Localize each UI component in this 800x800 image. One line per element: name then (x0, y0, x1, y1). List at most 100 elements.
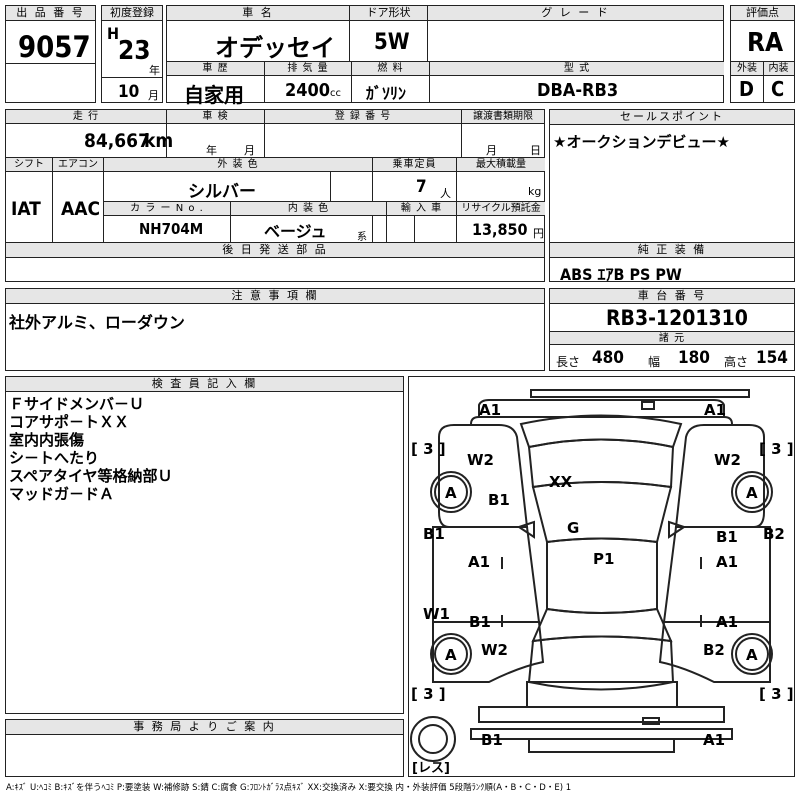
history-label: 車 歴 (167, 62, 264, 76)
front-grille (530, 389, 750, 398)
car-name-label: 車 名 (167, 6, 349, 21)
rear-panel (478, 706, 725, 723)
recycle-unit: 円 (533, 227, 544, 240)
inspection-year-unit: 年 (206, 144, 217, 157)
exterior-label: 外装 (731, 62, 763, 76)
front-left-wheel (430, 471, 472, 513)
mark-left-fender: B1 (423, 525, 445, 543)
genuine-equipment-cell: 純 正 装 備 ABS ｴｱB PS PW (549, 242, 795, 284)
rear-left-wheel (430, 633, 472, 675)
interior-score: C (771, 77, 785, 101)
notes-label: 注 意 事 項 欄 (6, 289, 544, 304)
transfer-deadline-label: 譲渡書類期限 (462, 110, 544, 124)
door-cell: ドア形状 5W (349, 5, 428, 62)
mark-roof: P1 (593, 550, 614, 568)
month-unit: 月 (148, 89, 159, 102)
seats-label: 乗車定員 (373, 158, 456, 172)
interior-color-label: 内 装 色 (231, 202, 386, 216)
interior-color-unit: 系 (357, 232, 367, 243)
aircon: AAC (61, 198, 101, 220)
height: 154 (756, 348, 788, 368)
grade-cell: グ レ ー ド (427, 5, 724, 62)
mileage: 84,667 (84, 130, 150, 152)
spec-label: 諸 元 (550, 331, 794, 345)
car-diagram: A1 A1 [ 3 ] [ 3 ] W2 W2 A A B1 XX B1 B2 … (410, 389, 794, 776)
genuine-equipment: ABS ｴｱB PS PW (560, 265, 682, 284)
mileage-label: 走 行 (6, 110, 166, 124)
mark-rear-right: A1 (703, 731, 725, 749)
car-diagram-panel: A1 A1 [ 3 ] [ 3 ] W2 W2 A A B1 XX B1 B2 … (408, 376, 795, 777)
mark-right-front-door-b1: B1 (716, 528, 738, 546)
notes-cell: 注 意 事 項 欄 社外アルミ、ローダウン (5, 288, 545, 371)
plate-label: 登 録 番 号 (265, 110, 461, 124)
chassis-label: 車 台 番 号 (550, 289, 794, 304)
registration-month: 10 (118, 82, 140, 102)
grade-label: グ レ ー ド (428, 6, 723, 21)
history: 自家用 (184, 83, 244, 107)
rear-bumper (470, 728, 733, 740)
front-right-fender (674, 424, 765, 528)
seats-unit: 人 (440, 187, 451, 200)
front-bumper (478, 399, 725, 417)
width: 180 (678, 348, 710, 368)
mark-wheel-fr: A (746, 484, 758, 502)
chassis-number: RB3-1201310 (606, 306, 748, 330)
length: 480 (592, 348, 624, 368)
sales-point-cell: セールスポイント ★オークションデビュー★ (549, 109, 795, 257)
notes-text: 社外アルミ、ローダウン (9, 313, 185, 332)
mark-w2-rear-left: W2 (481, 641, 508, 659)
mark-w2-front-left: W2 (467, 451, 494, 469)
mark-w2-front-right: W2 (714, 451, 741, 469)
first-registration-cell: 初度登録 H 23 年 10 月 (101, 5, 163, 103)
exterior-color-label: 外 装 色 (104, 158, 372, 172)
car-name-cell: 車 名 オデッセイ (166, 5, 350, 62)
office-notice-cell: 事 務 局 よ り ご 案 内 (5, 719, 404, 777)
transfer-day-unit: 日 (530, 144, 541, 157)
lot-number: 9057 (18, 30, 91, 64)
inspector-note-line: マッドガ－ドＡ (9, 485, 115, 503)
front-left-fender (438, 424, 529, 528)
import-label: 輸 入 車 (387, 202, 456, 216)
left-rear-door (432, 621, 545, 683)
mark-rear-left: B1 (481, 731, 503, 749)
shift: IAT (11, 198, 41, 220)
exterior-color: シルバー (188, 182, 256, 202)
interior-label: 内装 (763, 62, 794, 76)
score: RA (747, 28, 784, 58)
registration-year: 23 (118, 36, 151, 66)
inspector-note-line: コアサポ－トＸＸ (9, 413, 130, 431)
legend: A:ｷｽﾞ U:ﾍｺﾐ B:ｷｽﾞを伴うﾍｺﾐ P:要塗装 W:補修跡 S:錆 … (6, 783, 572, 793)
door-label: ドア形状 (350, 6, 427, 21)
mark-hood: XX (549, 473, 573, 491)
spare-tire-mark: [レス] (412, 761, 450, 776)
sales-point-text: ★オークションデビュー★ (553, 133, 730, 151)
mark-w1-left: W1 (423, 605, 450, 623)
mileage-row: 走 行 84,667 km 車 検 年 月 登 録 番 号 譲渡書類期限 月 日 (5, 109, 545, 158)
windshield (531, 481, 673, 544)
mark-wheel-fl: A (445, 484, 457, 502)
front-emblem (641, 401, 655, 410)
fuel-label: 燃 料 (352, 62, 429, 76)
transfer-month-unit: 月 (486, 144, 497, 157)
inspection-label: 車 検 (167, 110, 264, 124)
color-number: NH704M (139, 220, 204, 238)
mark-b1-front-left: B1 (488, 491, 510, 509)
mark-b2-rear-right: B2 (703, 641, 725, 659)
shift-label: シフト (6, 158, 52, 172)
mark-front-right: A1 (704, 401, 726, 419)
displacement-unit: cc (330, 88, 341, 99)
mark-left-rear-door: B1 (469, 613, 491, 631)
later-parts-cell: 後 日 発 送 部 品 (5, 242, 545, 282)
rear-right-wheel (731, 633, 773, 675)
mileage-unit: km (144, 130, 174, 152)
tire-count-front-left: [ 3 ] (411, 440, 446, 458)
later-parts-label: 後 日 発 送 部 品 (6, 243, 544, 258)
inspector-notes-cell: 検 査 員 記 入 欄 Ｆサイドメンバ－Ｕ コアサポ－トＸＸ 室内内張傷 シ－ト… (5, 376, 404, 714)
score-cell: 評価点 RA (730, 5, 795, 62)
tire-count-rear-left: [ 3 ] (411, 685, 446, 703)
mark-wheel-rr: A (746, 646, 758, 664)
height-label: 高さ (724, 355, 749, 369)
displacement-label: 排 気 量 (265, 62, 351, 76)
mark-glass: G (567, 519, 579, 537)
recycle-label: リサイクル預託金 (457, 202, 545, 216)
